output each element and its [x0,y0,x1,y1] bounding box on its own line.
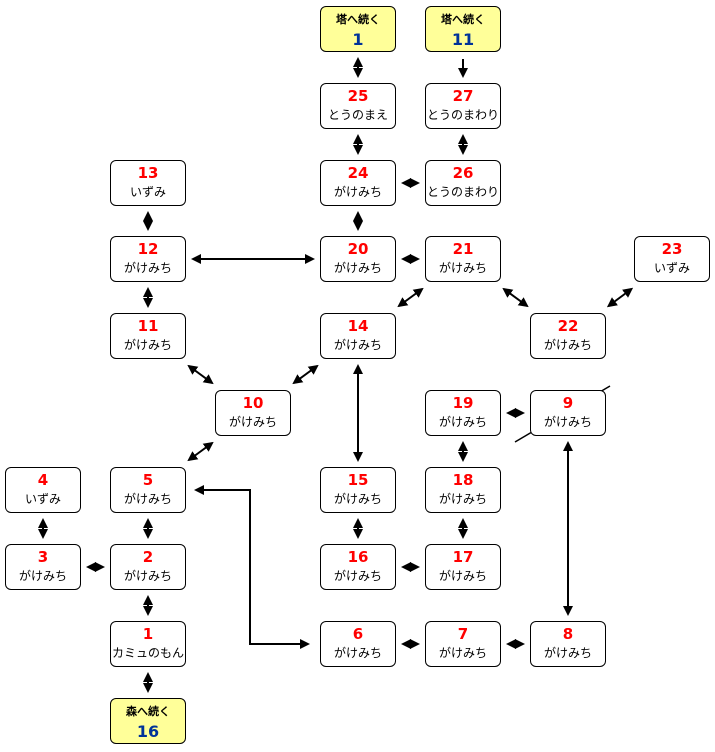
connection-n21-n22 [502,287,529,308]
exit-node-ext11: 11 塔へ続く [425,6,501,52]
room-number: 23 [661,240,683,258]
room-label: がけみち [333,338,382,352]
exit-node-ext16: 16 森へ続く [110,698,186,744]
room-number: 11 [137,317,159,335]
room-node-n19: 19 がけみち [425,390,501,436]
room-label: がけみち [333,646,382,660]
room-label: とうのまえ [327,108,388,122]
room-number: 7 [457,625,469,643]
room-number: 16 [136,722,160,741]
room-label: がけみち [228,415,277,429]
room-label: がけみち [18,569,67,583]
room-node-n27: 27 とうのまわり [425,83,501,129]
room-number: 14 [347,317,369,335]
room-number: 26 [452,164,474,182]
room-label: いずみ [653,261,690,275]
room-node-n18: 18 がけみち [425,467,501,513]
room-label: がけみち [438,261,487,275]
room-number: 8 [562,625,574,643]
room-label: 塔へ続く [441,13,485,26]
room-number: 11 [451,30,475,49]
room-node-n2: 2 がけみち [110,544,186,590]
room-label: がけみち [438,492,487,506]
room-label: がけみち [438,415,487,429]
room-number: 10 [242,394,264,412]
room-label: がけみち [333,492,382,506]
room-label: がけみち [123,261,172,275]
connection-n21-n14 [397,287,424,308]
room-number: 24 [347,164,369,182]
room-node-n23: 23 いずみ [634,236,710,282]
room-node-n6: 6 がけみち [320,621,396,667]
room-number: 2 [142,548,154,566]
room-number: 12 [137,240,159,258]
room-node-n12: 12 がけみち [110,236,186,282]
room-number: 15 [347,471,369,489]
room-node-n7: 7 がけみち [425,621,501,667]
room-number: 27 [452,87,474,105]
room-number: 9 [562,394,574,412]
room-label: がけみち [333,261,382,275]
room-node-n11: 11 がけみち [110,313,186,359]
room-number: 4 [37,471,49,489]
room-node-n26: 26 とうのまわり [425,160,501,206]
room-number: 1 [142,625,154,643]
room-node-n22: 22 がけみち [530,313,606,359]
exit-node-ext1: 1 塔へ続く [320,6,396,52]
room-number: 5 [142,471,154,489]
room-node-n8: 8 がけみち [530,621,606,667]
room-node-n1: 1 カミュのもん [110,621,186,667]
room-node-n24: 24 がけみち [320,160,396,206]
room-label: いずみ [129,185,166,199]
room-number: 18 [452,471,474,489]
connection-n23-n22 [606,287,634,308]
room-node-n13: 13 いずみ [110,160,186,206]
room-number: 16 [347,548,369,566]
room-label: がけみち [543,646,592,660]
room-label: がけみち [123,338,172,352]
room-label: がけみち [543,415,592,429]
room-label: がけみち [543,338,592,352]
room-number: 17 [452,548,474,566]
room-label: がけみち [333,185,382,199]
room-node-n21: 21 がけみち [425,236,501,282]
room-node-n3: 3 がけみち [5,544,81,590]
room-node-n25: 25 とうのまえ [320,83,396,129]
room-node-n15: 15 がけみち [320,467,396,513]
room-label: 森へ続く [126,705,170,718]
room-node-n16: 16 がけみち [320,544,396,590]
room-label: がけみち [333,569,382,583]
room-label: とうのまわり [426,108,499,122]
room-label: カミュのもん [111,646,184,660]
room-label: とうのまわり [426,185,499,199]
room-number: 19 [452,394,474,412]
room-node-n17: 17 がけみち [425,544,501,590]
room-label: いずみ [24,492,61,506]
connection-n5-n6 [194,485,310,649]
room-node-n5: 5 がけみち [110,467,186,513]
room-label: がけみち [438,569,487,583]
room-number: 1 [352,30,364,49]
room-label: がけみち [123,492,172,506]
room-node-n10: 10 がけみち [215,390,291,436]
room-label: がけみち [123,569,172,583]
room-label: 塔へ続く [336,13,380,26]
room-number: 6 [352,625,364,643]
room-number: 25 [347,87,369,105]
room-number: 21 [452,240,474,258]
connection-n11-n10 [187,364,214,385]
connection-n10-n5 [187,441,214,462]
room-node-n20: 20 がけみち [320,236,396,282]
room-label: がけみち [438,646,487,660]
room-number: 3 [37,548,49,566]
room-number: 13 [137,164,159,182]
room-number: 20 [347,240,369,258]
room-number: 22 [557,317,579,335]
connection-n14-n10 [292,364,319,385]
room-node-n4: 4 いずみ [5,467,81,513]
room-node-n9: 9 がけみち [530,390,606,436]
room-node-n14: 14 がけみち [320,313,396,359]
